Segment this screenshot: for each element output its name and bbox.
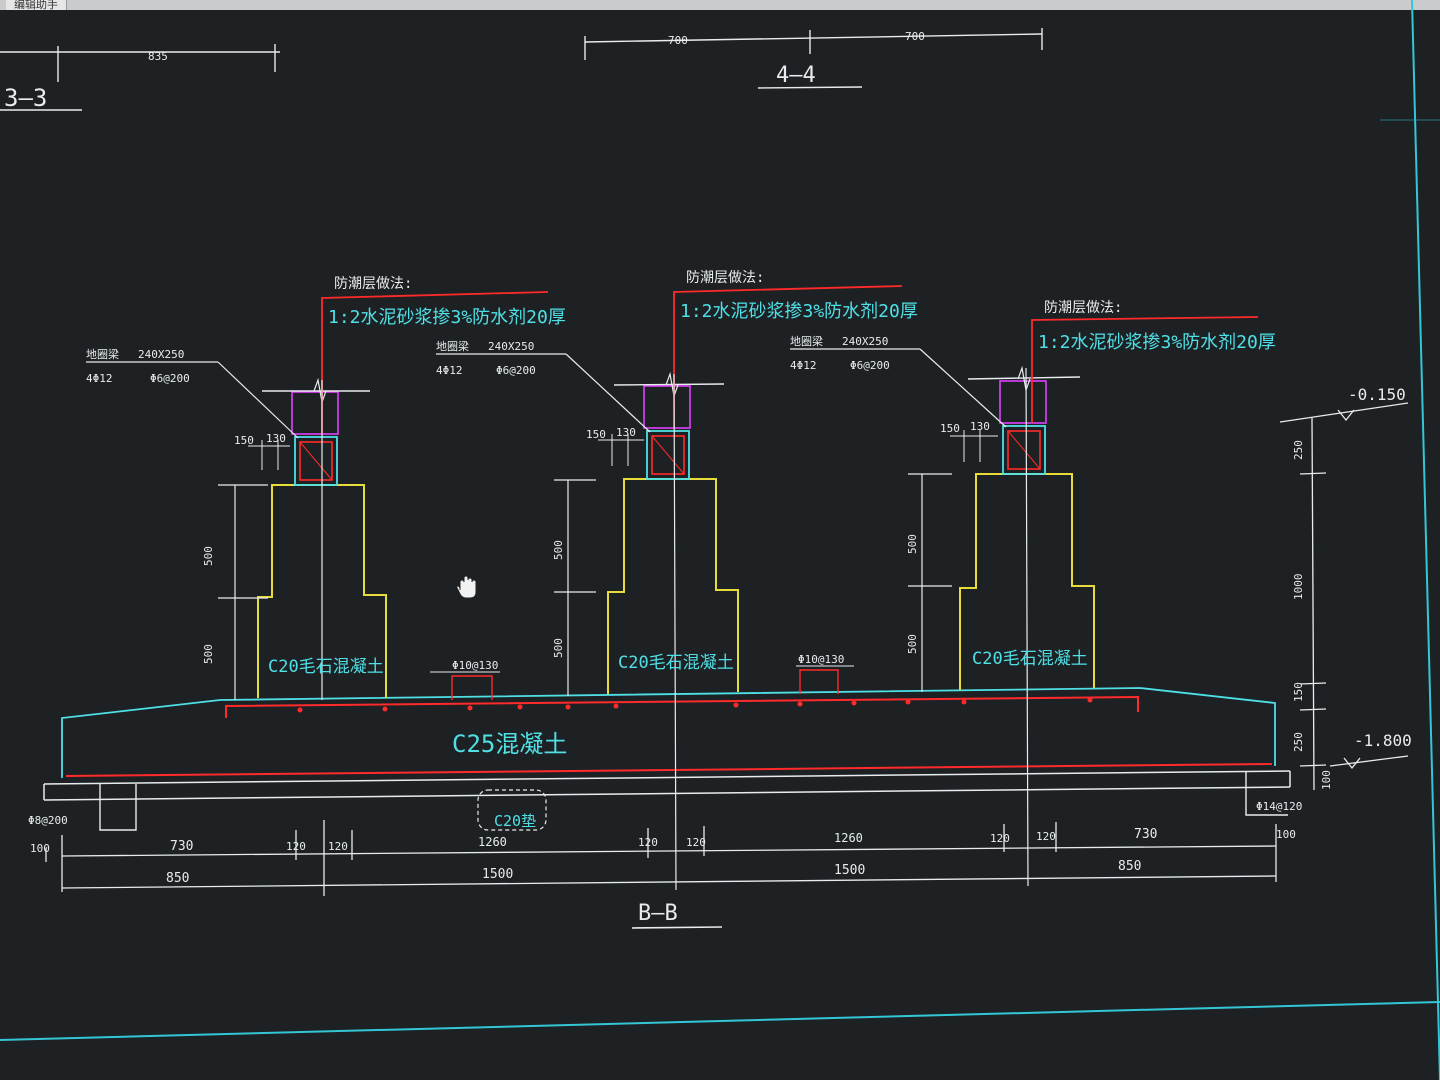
pier-3-beam-size: 240X250 xyxy=(842,335,888,348)
dim-730-right: 730 xyxy=(1134,827,1157,842)
pier-3-beam-stirrup: Φ6@200 xyxy=(850,359,890,372)
base-concrete-label: C25混凝土 xyxy=(452,730,567,758)
dim-850-left: 850 xyxy=(166,871,189,886)
rebar-dots xyxy=(297,697,1093,713)
pier-2-beam-name: 地圈梁 xyxy=(436,339,469,353)
dim-120-b: 120 xyxy=(328,840,348,853)
pier-2-step-lower: 500 xyxy=(552,638,565,658)
cushion-callout xyxy=(477,789,547,831)
bottom-dimensions xyxy=(45,820,1277,896)
pier-2 xyxy=(436,285,903,891)
pier-3 xyxy=(790,316,1259,887)
pier-2-beam-main: 4Φ12 xyxy=(436,364,463,377)
pier-3-dpc-spec: 1:2水泥砂浆掺3%防水剂20厚 xyxy=(1038,332,1276,353)
pier-1-dpc-title: 防潮层做法: xyxy=(334,276,412,292)
pier-3-beam-main: 4Φ12 xyxy=(790,359,817,372)
top-details xyxy=(0,28,1043,111)
section-label-4-4: 4—4 xyxy=(776,63,816,88)
pier-1-beam-name: 地圈梁 xyxy=(86,347,119,361)
pier-3-dim-150: 150 xyxy=(940,422,960,435)
dim-700-right: 700 xyxy=(905,30,925,43)
rebar-top xyxy=(225,695,1139,718)
window-tab-bar: 编辑助手 xyxy=(0,0,1440,11)
left-bar-label: Φ8@200 xyxy=(28,814,68,827)
dim-850-right: 850 xyxy=(1118,859,1141,874)
dim-120-f: 120 xyxy=(1036,830,1056,843)
pier-1-dim-150: 150 xyxy=(234,434,254,447)
dim-120-c: 120 xyxy=(638,836,658,849)
tab-editing-assistant[interactable]: 编辑助手 xyxy=(6,0,67,11)
right-dim-150: 150 xyxy=(1292,682,1305,702)
pier-2-dpc-title: 防潮层做法: xyxy=(686,270,764,286)
base-bar-label-2: Φ10@130 xyxy=(798,653,844,666)
dim-100-left: 100 xyxy=(30,842,50,855)
pier-2-step-upper: 500 xyxy=(552,540,565,560)
cushion-label: C20垫 xyxy=(494,812,536,830)
pier-3-step-lower: 500 xyxy=(906,634,919,654)
pier-3-beam-name: 地圈梁 xyxy=(790,334,823,348)
pier-3-dpc-title: 防潮层做法: xyxy=(1044,300,1122,316)
pier-1-beam-main: 4Φ12 xyxy=(86,372,113,385)
pier-3-step-upper: 500 xyxy=(906,534,919,554)
right-dim-100: 100 xyxy=(1320,770,1333,790)
pier-2-beam-size: 240X250 xyxy=(488,340,534,353)
pier-2-dim-130: 130 xyxy=(616,426,636,439)
dim-1500-left: 1500 xyxy=(482,867,513,882)
elevation-top: -0.150 xyxy=(1348,385,1406,404)
pier-3-dim-130: 130 xyxy=(970,420,990,433)
right-dim-250-bottom: 250 xyxy=(1292,732,1305,752)
pier-1-step-upper: 500 xyxy=(202,546,215,566)
dim-120-e: 120 xyxy=(990,832,1010,845)
dim-1500-right: 1500 xyxy=(834,863,865,878)
pier-2-dim-150: 150 xyxy=(586,428,606,441)
pier-1-dpc-spec: 1:2水泥砂浆掺3%防水剂20厚 xyxy=(328,307,566,328)
pier-2-dpc-spec: 1:2水泥砂浆掺3%防水剂20厚 xyxy=(680,301,918,322)
pier-1-beam-size: 240X250 xyxy=(138,348,184,361)
dim-120-d: 120 xyxy=(686,836,706,849)
pan-hand-cursor-icon xyxy=(456,575,477,599)
pier-3-material: C20毛石混凝土 xyxy=(972,649,1088,669)
dim-1260-right: 1260 xyxy=(834,831,863,845)
pier-1-dim-130: 130 xyxy=(266,432,286,445)
right-elevations xyxy=(1279,402,1409,791)
pier-2-beam-stirrup: Φ6@200 xyxy=(496,364,536,377)
section-label-3-3: 3—3 xyxy=(4,84,47,112)
dim-730-left: 730 xyxy=(170,839,193,854)
foundation-base xyxy=(43,687,1291,831)
dim-1260-left: 1260 xyxy=(478,835,507,849)
pier-1-material: C20毛石混凝土 xyxy=(268,657,384,677)
right-bar-label: Φ14@120 xyxy=(1256,800,1302,813)
pier-1-beam-stirrup: Φ6@200 xyxy=(150,372,190,385)
right-dim-1000: 1000 xyxy=(1292,574,1305,601)
pier-1 xyxy=(86,291,549,700)
dim-700-left: 700 xyxy=(668,34,688,47)
dim-835: 835 xyxy=(148,50,168,63)
pier-1-step-lower: 500 xyxy=(202,644,215,664)
rebar-bottom xyxy=(65,763,1273,777)
dim-100-right: 100 xyxy=(1276,828,1296,841)
right-dim-250-top: 250 xyxy=(1292,440,1305,460)
base-bar-label-1: Φ10@130 xyxy=(452,659,498,672)
elevation-bottom: -1.800 xyxy=(1354,731,1412,750)
section-title-b-b: B—B xyxy=(638,901,678,926)
pier-2-material: C20毛石混凝土 xyxy=(618,653,734,673)
dim-120-a: 120 xyxy=(286,840,306,853)
